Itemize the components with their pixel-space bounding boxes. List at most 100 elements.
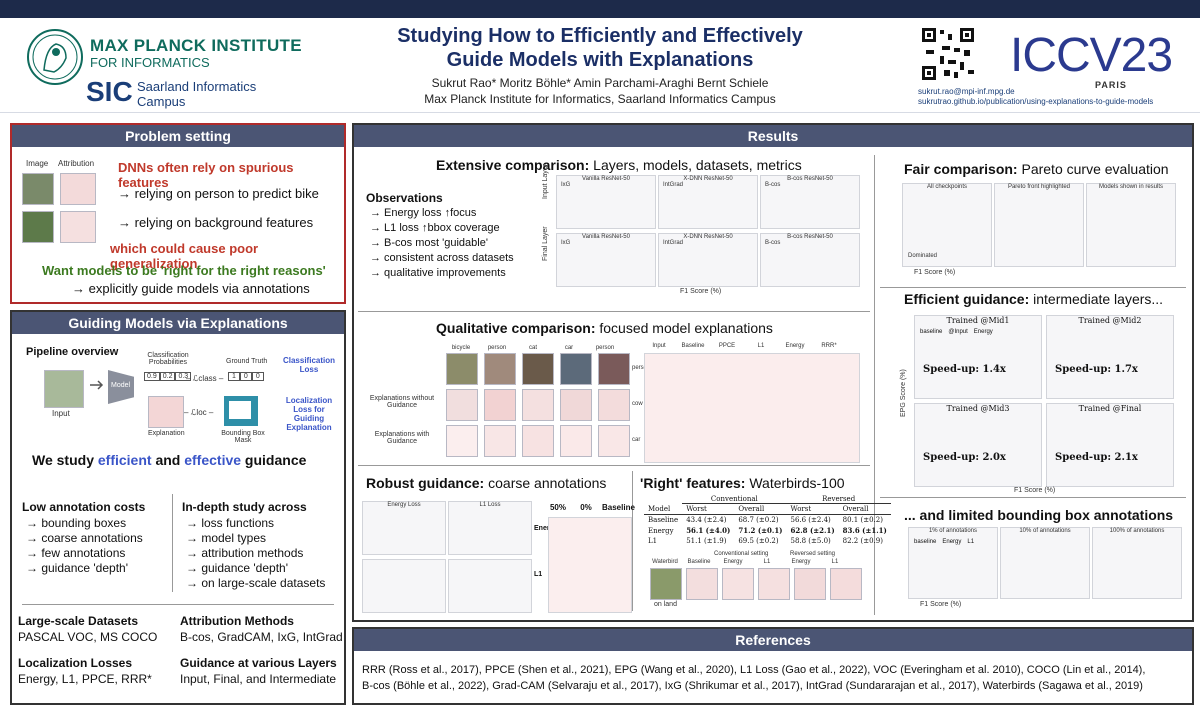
final-layer-label: Final Layer — [542, 226, 549, 261]
in-depth-item: → loss functions — [186, 516, 275, 530]
robust-column-header: Baseline — [602, 503, 635, 512]
poor-generalization-text: which could cause poor generalization — [110, 241, 259, 271]
robust-column-headers: 50% 0% Baseline — [546, 503, 635, 512]
low-cost-item: → bounding boxes — [26, 516, 127, 530]
problem-setting-heading: Problem setting — [12, 125, 344, 147]
study-effective: effective — [184, 452, 242, 468]
prob-cell: 0.2 — [159, 372, 176, 381]
campus-name-line1: Saarland Informatics — [137, 79, 257, 94]
fair-rest: Pareto curve evaluation — [1017, 161, 1169, 177]
qual2-column-headers: Input Baseline PPCE L1 Energy RRR* — [644, 343, 844, 349]
wb-group-header: Conventional — [682, 495, 787, 504]
qr-code-icon[interactable] — [920, 26, 976, 82]
pipeline-explanation-map — [148, 396, 184, 428]
in-depth-list: → loss functions → model types → attribu… — [186, 516, 325, 591]
qual2-column-header: PPCE — [718, 343, 736, 349]
wb-cell: 43.4 (±2.4) — [686, 516, 727, 524]
qual2-row-label: car — [632, 437, 641, 443]
bbox-mask-label: Bounding Box Mask — [221, 430, 265, 444]
qual-guided-map — [446, 425, 478, 457]
right-rest: Waterbirds-100 — [745, 475, 845, 491]
guiding-models-panel: Guiding Models via Explanations Pipeline… — [10, 310, 346, 705]
plot-method: IntGrad — [663, 240, 684, 246]
robust-guidance-title: Robust guidance: coarse annotations — [366, 475, 606, 491]
limited-legend: baseline Energy L1 — [914, 539, 974, 545]
wb-explanation-map — [830, 568, 862, 600]
low-cost-list: → bounding boxes → coarse annotations → … — [26, 516, 143, 576]
wb-fig-label: Energy — [723, 559, 743, 565]
plot-method: IxG — [561, 182, 571, 188]
problem-item-person: → relying on person to predict bike — [118, 186, 319, 201]
study-pre: We study — [32, 452, 98, 468]
truth-cell: 0 — [239, 372, 252, 381]
in-depth-title: In-depth study across — [182, 500, 307, 514]
wb-fig-group: Conventional setting — [714, 551, 769, 557]
wb-group-header-spacer — [644, 495, 682, 504]
wb-cell: 69.5 (±0.2) — [738, 537, 779, 545]
qual-column-headers: bicycle person cat car person — [446, 345, 620, 351]
spurious-features-claim: DNNs often rely on spurious features — [118, 160, 294, 190]
prob-cell: 0.3 — [175, 372, 192, 381]
robust-rest: coarse annotations — [484, 475, 607, 491]
qual2-column-header: Input — [652, 343, 666, 349]
dominated-label: Dominated — [908, 253, 938, 259]
limited-x-axis-label: F1 Score (%) — [920, 601, 962, 608]
efficient-speedup: Speed-up: 1.4x — [923, 364, 1006, 375]
bike-attribution-map — [60, 173, 96, 205]
observation-item: → qualitative improvements — [370, 267, 506, 279]
qual-input-image — [446, 353, 478, 385]
fact-title: Attribution Methods — [180, 614, 294, 628]
wb-cell: 56.1 (±4.0) — [686, 526, 731, 535]
email-link[interactable]: sukrut.rao@mpi-inf.mpg.de — [918, 87, 1015, 96]
efficient-legend: baseline @Input Energy — [920, 329, 993, 335]
qual-input-image — [560, 353, 592, 385]
wb-fig-labels: Waterbird Baseline Energy L1 Energy L1 — [650, 559, 850, 565]
project-url-link[interactable]: sukrutrao.github.io/publication/using-ex… — [918, 97, 1154, 106]
class-prob-label: Classification Probabilities — [147, 352, 189, 366]
qual-row-label: Explanations with Guidance — [374, 431, 430, 445]
efficient-plot-title: Trained @Mid1 — [946, 316, 1010, 325]
plot-method: IxG — [561, 240, 571, 246]
wb-image — [650, 568, 682, 600]
ground-truth-vector: 1 0 0 — [228, 372, 264, 381]
plot-title: B-cos ResNet-50 — [787, 176, 833, 182]
results-bottom-divider — [632, 471, 633, 611]
wb-cell: 80.1 (±0.2) — [842, 516, 883, 524]
background-attribution-map — [60, 211, 96, 243]
qual2-column-header: L1 — [757, 343, 765, 349]
study-post: guidance — [241, 452, 307, 468]
observations-list: → Energy loss ↑focus → L1 loss ↑bbox cov… — [370, 206, 514, 281]
wb-cell: Baseline — [648, 516, 679, 524]
input-layer-label: Input Layer — [542, 163, 549, 199]
in-depth-item: → on large-scale datasets — [186, 576, 326, 590]
limited-plot: 1% of annotations — [908, 527, 998, 599]
background-image — [22, 211, 54, 243]
institute-subtitle: FOR INFORMATICS — [90, 55, 210, 70]
robust-plot-title: Energy Loss — [387, 502, 421, 508]
fair-plot-title: Models shown in results — [1098, 184, 1164, 190]
qualitative-rest: focused model explanations — [595, 320, 773, 336]
campus-name-line2: Campus — [137, 94, 186, 109]
wb-header: Model — [648, 504, 671, 513]
problem-setting-panel: Problem setting Image Attribution DNNs o… — [10, 123, 346, 304]
problem-item-background: → relying on background features — [118, 215, 314, 230]
low-cost-item: → few annotations — [26, 546, 126, 560]
qual-explanation-row — [446, 389, 630, 421]
poster-title-line1: Studying How to Efficiently and Effectiv… — [397, 25, 803, 47]
qualitative-bold: Qualitative comparison: — [436, 320, 596, 336]
bike-image — [22, 173, 54, 205]
qual-image-row — [446, 353, 630, 385]
efficient-speedup: Speed-up: 1.7x — [1055, 364, 1138, 375]
robust-plot — [362, 559, 446, 613]
qual-guided-row — [446, 425, 630, 457]
results-column-divider — [874, 155, 875, 615]
results-right-divider-1 — [880, 287, 1186, 288]
wb-explanation-map — [686, 568, 718, 600]
limited-plot: 100% of annotations — [1092, 527, 1182, 599]
arrow-right-icon — [90, 380, 104, 390]
plot-title: Vanilla ResNet-50 — [582, 234, 630, 240]
observation-item: → consistent across datasets — [370, 252, 514, 264]
loc-loss-symbol: – ℒloc – — [184, 408, 214, 417]
plot-method: IntGrad — [663, 182, 684, 188]
